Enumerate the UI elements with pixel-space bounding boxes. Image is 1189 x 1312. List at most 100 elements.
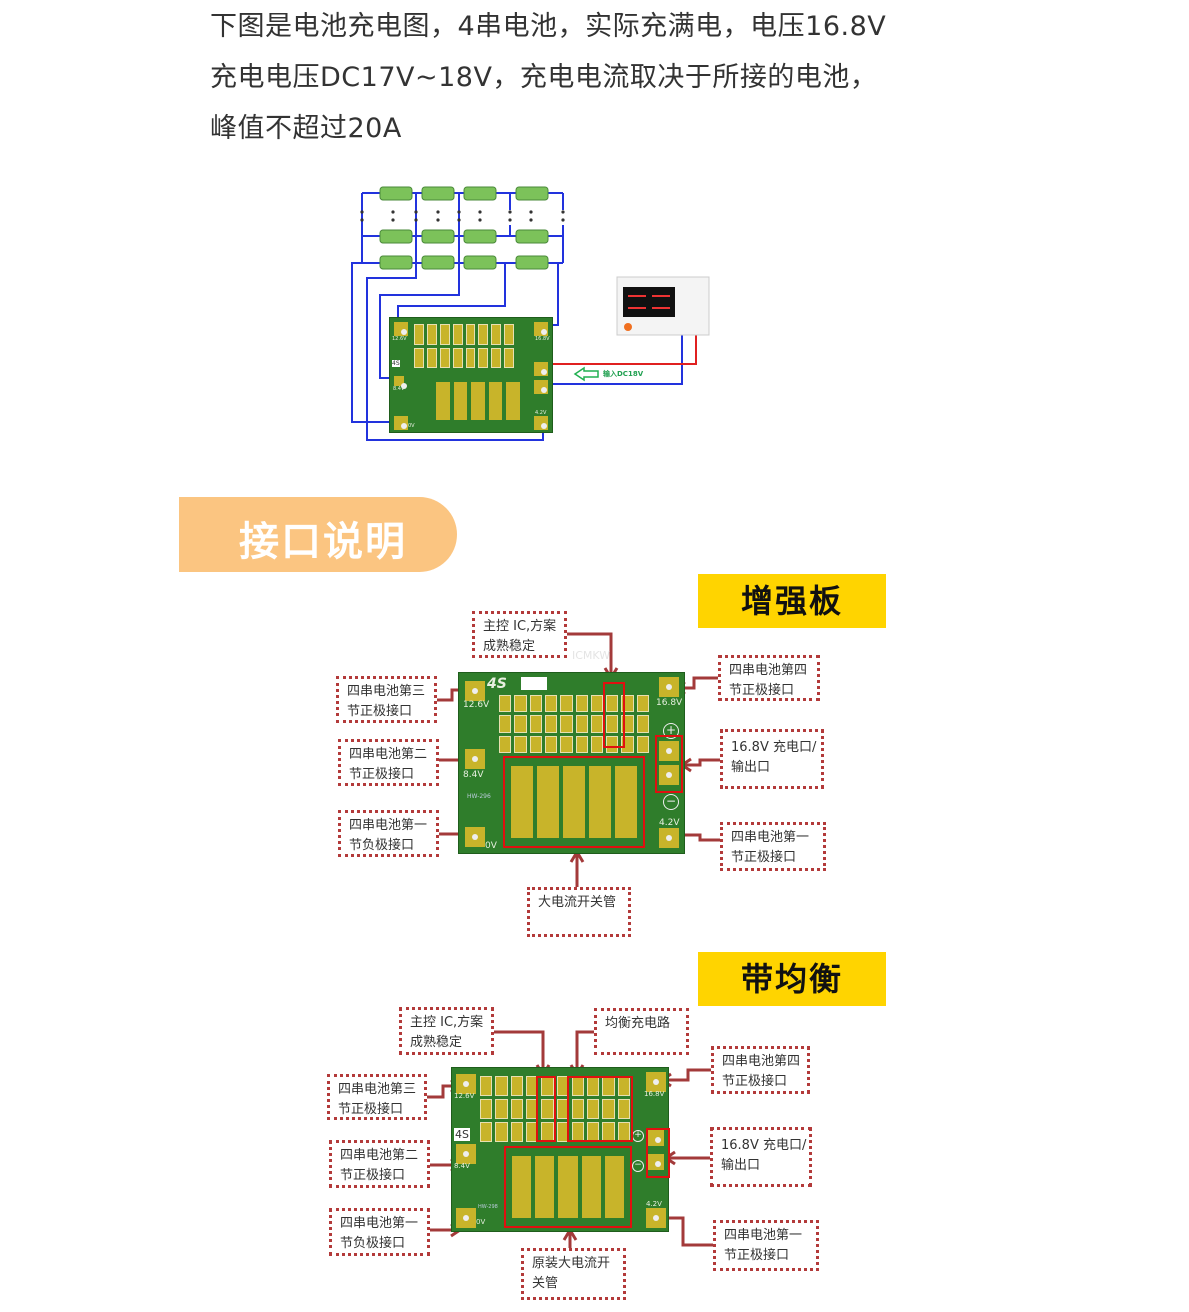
pad-16v8 xyxy=(646,1072,666,1092)
pad-minus xyxy=(648,1154,664,1170)
pad-minus xyxy=(534,380,548,394)
silk-16v8: 16.8V xyxy=(644,1090,665,1098)
label-mosfet: 原装大电流开关管 xyxy=(521,1248,626,1300)
watermark: ICMKW xyxy=(572,649,611,662)
label-text: 四串电池第二 xyxy=(349,747,428,762)
label-mosfet: 大电流开关管 xyxy=(527,887,631,937)
silk-8v4: 8.4V xyxy=(463,770,484,780)
label-text: 大电流开关管 xyxy=(538,895,617,910)
pad-plus xyxy=(659,741,679,761)
wiring-pcb: 12.6V 8.4V 0V 16.8V 4.2V 4S xyxy=(389,317,553,433)
label-text: 四串电池第一 xyxy=(731,830,810,845)
section-banner: 接口说明 xyxy=(179,497,457,572)
balance-title: 带均衡 xyxy=(698,952,886,1006)
silk-16v8: 16.8V xyxy=(656,698,683,708)
balance-pcb: 12.6V 4S 8.4V HW-298 0V 16.8V + − 4.2V xyxy=(451,1067,670,1232)
label-text: 节负极接口 xyxy=(349,838,415,853)
smd-components xyxy=(480,1076,630,1142)
pad-12v6 xyxy=(465,681,485,701)
label-text: 节正极接口 xyxy=(340,1168,406,1183)
label-main-ic: 主控 IC,方案成熟稳定 xyxy=(472,611,567,658)
ic-highlight xyxy=(603,682,625,748)
label-text: 16.8V 充电口/ xyxy=(721,1138,807,1153)
label-text: 节正极接口 xyxy=(724,1248,790,1263)
silk-12v6: 12.6V xyxy=(463,700,490,710)
label-text: 四串电池第一 xyxy=(349,818,428,833)
label-text: 关管 xyxy=(532,1276,559,1291)
label-battery-1-positive: 四串电池第一节正极接口 xyxy=(720,822,826,871)
mosfet-array xyxy=(430,374,526,428)
intro-line-2: 充电电压DC17V~18V，充电电流取决于所接的电池， xyxy=(210,62,878,93)
pad-16v8 xyxy=(659,677,679,697)
label-text: 四串电池第一 xyxy=(724,1228,803,1243)
label-text: 四串电池第四 xyxy=(729,663,808,678)
pad-8v4 xyxy=(465,749,485,769)
silk-4s: 4S xyxy=(454,1128,470,1141)
label-sticker xyxy=(521,677,547,690)
wiring-diagram: 输入DC18V 12.6V 8.4V 0V 16.8V 4.2V 4S xyxy=(0,0,1189,460)
silk-4v2: 4.2V xyxy=(646,1200,662,1208)
label-text: 输出口 xyxy=(731,760,771,775)
pad-plus xyxy=(534,362,548,376)
label-text: 16.8V 充电口/ xyxy=(731,740,817,755)
silk-0v: 0V xyxy=(408,423,415,429)
label-text: 主控 IC,方案 xyxy=(483,619,557,634)
label-text: 成熟稳定 xyxy=(410,1035,463,1050)
silk-4v2: 4.2V xyxy=(659,818,680,828)
label-text: 四串电池第三 xyxy=(338,1082,417,1097)
pad-16v8 xyxy=(534,322,548,336)
pad-plus xyxy=(648,1130,664,1146)
mosfet-highlight xyxy=(504,1146,632,1228)
label-text: 四串电池第一 xyxy=(340,1216,419,1231)
intro-line-3: 峰值不超过20A xyxy=(210,113,402,144)
pad-minus xyxy=(659,765,679,785)
pad-4v2 xyxy=(646,1208,666,1228)
label-text: 节正极接口 xyxy=(729,683,795,698)
silk-12v6: 12.6V xyxy=(454,1092,475,1100)
pad-8v4 xyxy=(394,376,407,389)
pad-0v xyxy=(456,1208,476,1228)
label-text: 均衡充电路 xyxy=(605,1016,671,1031)
label-text: 四串电池第四 xyxy=(722,1054,801,1069)
input-dc-label: 输入DC18V xyxy=(603,370,644,378)
pad-4v2 xyxy=(534,416,548,430)
pad-12v6 xyxy=(456,1074,476,1094)
minus-symbol-icon: − xyxy=(663,794,679,810)
smd-components xyxy=(414,324,514,368)
pad-0v xyxy=(394,416,408,430)
ic-highlight xyxy=(536,1076,556,1142)
banner-title: 接口说明 xyxy=(239,519,407,565)
label-battery-1-positive: 四串电池第一节正极接口 xyxy=(713,1220,819,1271)
label-balance-circuit: 均衡充电路 xyxy=(594,1008,689,1055)
label-text: 节正极接口 xyxy=(349,767,415,782)
pad-0v xyxy=(465,827,485,847)
label-battery-3-positive: 四串电池第三节正极接口 xyxy=(327,1074,427,1120)
label-text: 节正极接口 xyxy=(722,1074,788,1089)
pad-12v6 xyxy=(394,322,408,336)
label-text: 节负极接口 xyxy=(340,1236,406,1251)
silk-12v6: 12.6V xyxy=(392,336,407,342)
label-text: 主控 IC,方案 xyxy=(410,1015,484,1030)
pad-8v4 xyxy=(456,1144,476,1164)
label-text: 成熟稳定 xyxy=(483,639,536,654)
label-charge-port: 16.8V 充电口/输出口 xyxy=(720,729,824,789)
mosfet-highlight xyxy=(503,756,645,848)
silk-model: HW-298 xyxy=(478,1204,498,1210)
label-battery-1-negative: 四串电池第一节负极接口 xyxy=(338,810,439,857)
label-text: 原装大电流开 xyxy=(532,1256,611,1271)
label-battery-3-positive: 四串电池第三节正极接口 xyxy=(336,676,437,723)
wiring-lines xyxy=(351,186,710,441)
silk-4s: 4S xyxy=(487,676,507,692)
label-charge-port: 16.8V 充电口/输出口 xyxy=(710,1127,812,1187)
label-battery-4-positive: 四串电池第四节正极接口 xyxy=(711,1046,810,1094)
silk-16v8: 16.8V xyxy=(535,336,550,342)
plus-symbol-icon: + xyxy=(663,723,679,739)
label-battery-2-positive: 四串电池第二节正极接口 xyxy=(338,739,439,786)
silk-0v: 0V xyxy=(485,841,497,851)
label-main-ic: 主控 IC,方案成熟稳定 xyxy=(399,1007,494,1055)
silk-8v4: 8.4V xyxy=(393,386,405,392)
silk-8v4: 8.4V xyxy=(454,1162,470,1170)
label-text: 四串电池第三 xyxy=(347,684,426,699)
label-text: 节正极接口 xyxy=(347,704,413,719)
